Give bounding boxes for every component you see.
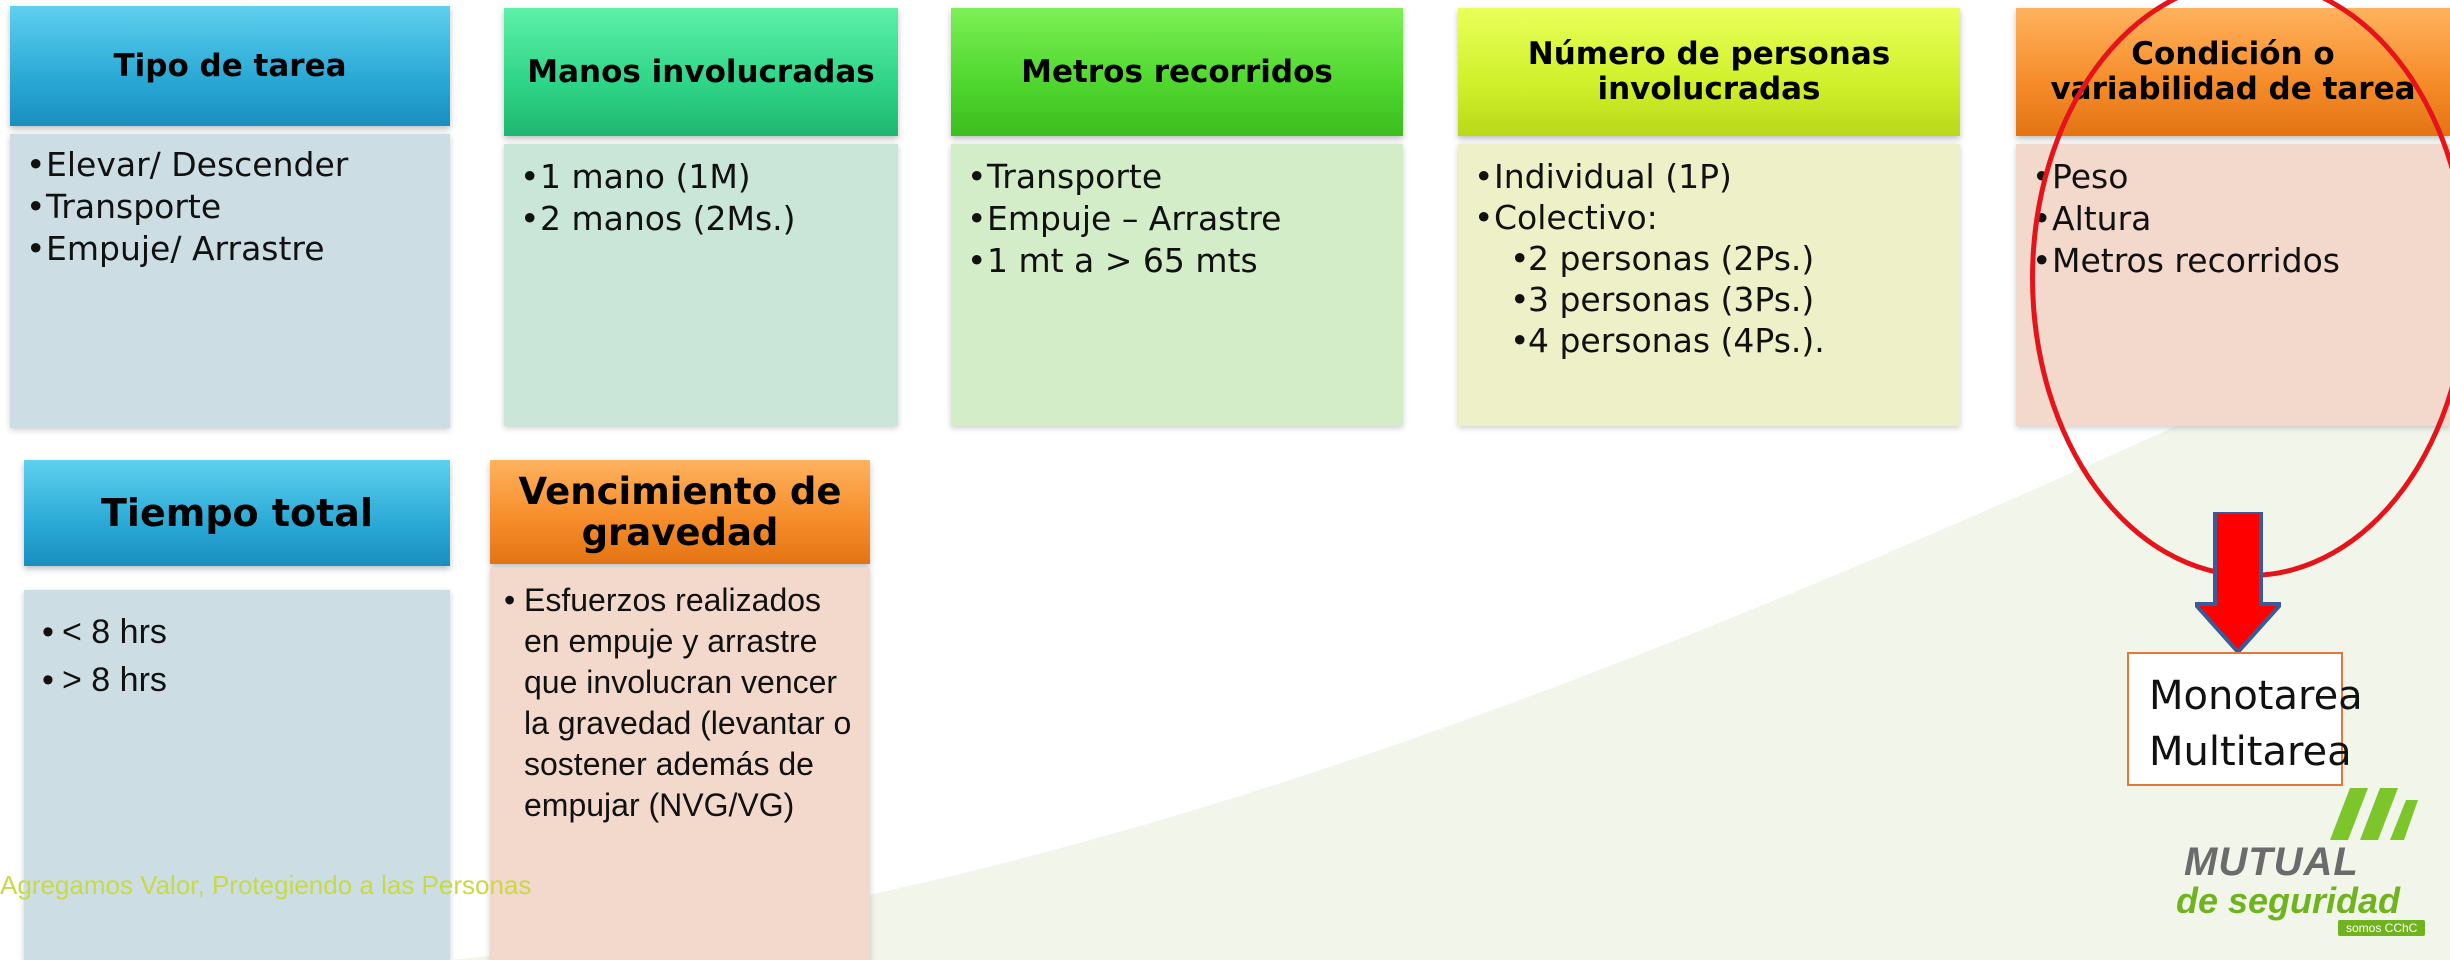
box-body: < 8 hrs > 8 hrs [24, 590, 450, 960]
list-item: > 8 hrs [40, 656, 450, 704]
box-body: Transporte Empuje – Arrastre 1 mt a > 65… [951, 144, 1403, 426]
box-header: Manos involucradas [504, 8, 898, 136]
box-tiempo-total: Tiempo total < 8 hrs > 8 hrs [24, 460, 450, 960]
box-body: Esfuerzos realizados en empuje y arrastr… [490, 568, 870, 960]
box-header-text: Metros recorridos [1021, 53, 1333, 90]
box-header-text: Vencimiento de gravedad [518, 469, 842, 554]
sub-list-item: 4 personas (4Ps.). [1508, 320, 1960, 361]
box-header: Número de personas involucradas [1458, 8, 1960, 136]
box-numero-de-personas: Número de personas involucradas Individu… [1458, 8, 1960, 426]
box-body: 1 mano (1M) 2 manos (2Ms.) [504, 144, 898, 426]
list-item: Transporte [965, 156, 1403, 198]
result-line-2: Multitarea [2149, 729, 2352, 775]
sub-list-item: 2 personas (2Ps.) [1508, 238, 1960, 279]
mutual-logo: MUTUAL de seguridad somos CChC [2170, 780, 2440, 940]
box-header-text: Tipo de tarea [113, 47, 347, 84]
logo-text-seguridad: de seguridad [2176, 880, 2401, 921]
list-item: Empuje/ Arrastre [24, 228, 450, 270]
logo-tag: somos CChC [2338, 920, 2426, 936]
box-header-text: Manos involucradas [527, 53, 875, 90]
list-item: < 8 hrs [40, 608, 450, 656]
box-body: Elevar/ Descender Transporte Empuje/ Arr… [10, 134, 450, 428]
list-item: Transporte [24, 186, 450, 228]
list-item: Empuje – Arrastre [965, 198, 1403, 240]
box-header-text: Tiempo total [101, 490, 373, 535]
box-body: Individual (1P) Colectivo: 2 personas (2… [1458, 144, 1960, 426]
list-item: Individual (1P) [1472, 156, 1960, 197]
logo-mark-icon [2330, 788, 2418, 840]
box-vencimiento-de-gravedad: Vencimiento de gravedad Esfuerzos realiz… [490, 460, 870, 960]
list-item: 1 mano (1M) [518, 156, 898, 198]
box-metros-recorridos: Metros recorridos Transporte Empuje – Ar… [951, 8, 1403, 426]
list-item: Colectivo: [1472, 197, 1960, 238]
logo-text-mutual: MUTUAL [2184, 840, 2359, 884]
list-item: Elevar/ Descender [24, 144, 450, 186]
box-tipo-de-tarea: Tipo de tarea Elevar/ Descender Transpor… [10, 6, 450, 428]
result-box: Monotarea Multitarea [2127, 652, 2363, 786]
box-header: Tipo de tarea [10, 6, 450, 126]
footer-slogan: Agregamos Valor, Protegiendo a las Perso… [0, 870, 532, 900]
list-item: 1 mt a > 65 mts [965, 240, 1403, 282]
box-header: Metros recorridos [951, 8, 1403, 136]
result-line-1: Monotarea [2149, 673, 2363, 719]
box-header: Tiempo total [24, 460, 450, 566]
box-header: Vencimiento de gravedad [490, 460, 870, 564]
down-arrow-icon [2195, 512, 2281, 652]
box-manos-involucradas: Manos involucradas 1 mano (1M) 2 manos (… [504, 8, 898, 426]
list-item: Esfuerzos realizados en empuje y arrastr… [502, 580, 862, 826]
box-header-text: Número de personas involucradas [1527, 36, 1891, 107]
list-item: 2 manos (2Ms.) [518, 198, 898, 240]
sub-list-item: 3 personas (3Ps.) [1508, 279, 1960, 320]
